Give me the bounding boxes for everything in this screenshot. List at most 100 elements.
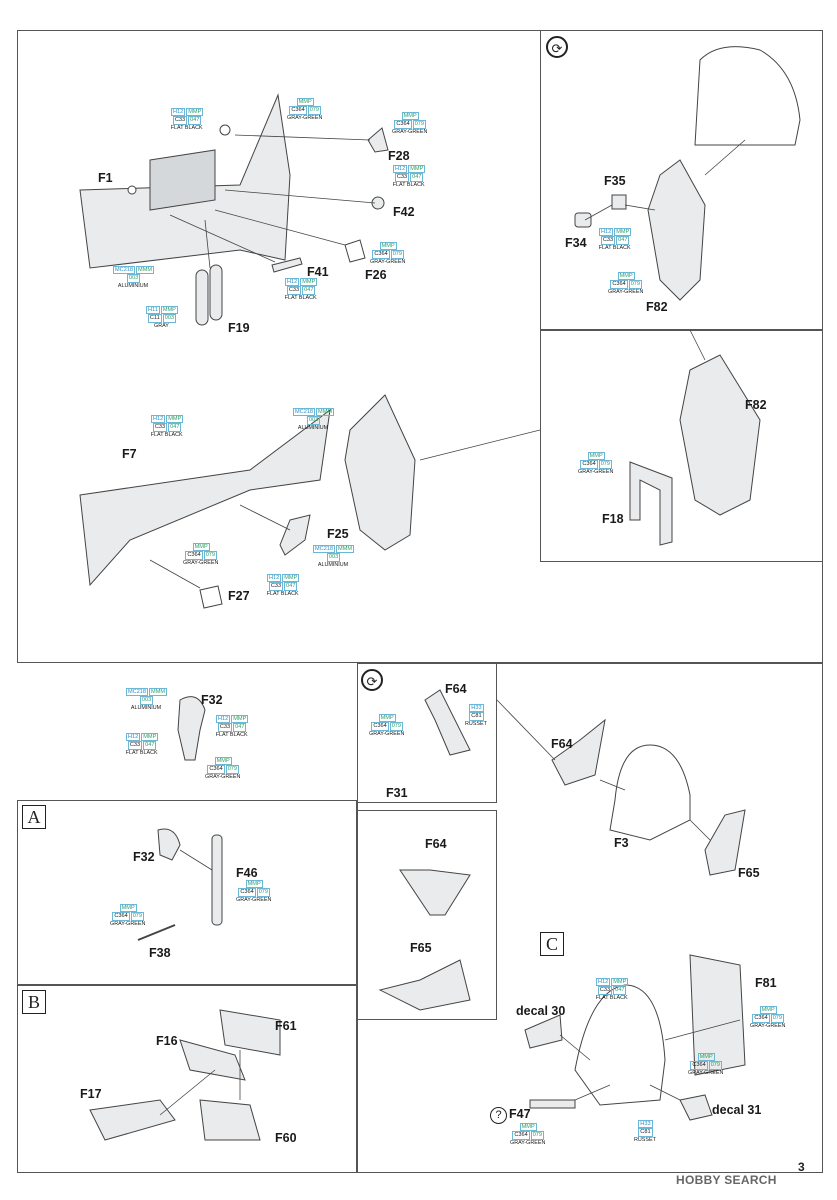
label-f42: F42: [393, 205, 415, 219]
instrument-panel-f1: [79, 93, 291, 269]
rotate-arrows-icon: ⟳: [361, 669, 383, 691]
label-f18: F18: [602, 512, 624, 526]
part-f46: [211, 834, 223, 926]
part-f64-detail: [399, 869, 471, 916]
section-b-panel: [17, 985, 357, 1173]
page-number: 3: [798, 1160, 805, 1174]
pilot-sketch: [694, 46, 801, 146]
help-icon: ?: [490, 1107, 507, 1124]
inset-seat-brackets: [357, 663, 497, 803]
part-f26: [344, 239, 366, 263]
inset-top-right: [540, 30, 823, 330]
seat-c-assembly: [574, 984, 666, 1106]
watermark: HOBBY SEARCH: [676, 1173, 777, 1187]
part-f65-detail: [378, 959, 471, 1011]
part-f60: [199, 1099, 261, 1141]
section-c-label: C: [540, 932, 564, 956]
label-f47: F47: [509, 1107, 531, 1121]
part-f32: [177, 696, 206, 761]
part-f16: [179, 1039, 246, 1081]
part-f61: [219, 1009, 281, 1056]
label-f82-top: F82: [646, 300, 668, 314]
label-f17: F17: [80, 1087, 102, 1101]
paint-callout: H33 C81 RUSSET: [465, 704, 487, 727]
label-f65-detail: F65: [410, 941, 432, 955]
label-f32-top: F32: [201, 693, 223, 707]
seat-f3: [609, 744, 691, 841]
label-f32-a: F32: [133, 850, 155, 864]
section-b-label: B: [22, 990, 46, 1014]
part-f64-small: [424, 689, 471, 756]
part-f32-a: [157, 828, 181, 861]
label-f65-seat: F65: [738, 866, 760, 880]
label-f35: F35: [604, 174, 626, 188]
label-f19: F19: [228, 321, 250, 335]
decal-31: [679, 1094, 713, 1121]
label-decal-31: decal 31: [712, 1103, 762, 1117]
part-f65-large: [704, 809, 746, 876]
label-f61: F61: [275, 1019, 297, 1033]
label-f38: F38: [149, 946, 171, 960]
label-f46: F46: [236, 866, 258, 880]
rotate-arrows-icon: ⟳: [546, 36, 568, 58]
part-f47: [529, 1099, 576, 1109]
label-f34: F34: [565, 236, 587, 250]
seat-back-f82-top: [647, 159, 706, 301]
label-f64-detail: F64: [425, 837, 447, 851]
oxygen-bottle-2: [209, 264, 223, 321]
label-f16: F16: [156, 1034, 178, 1048]
frame-f18: [629, 461, 673, 546]
part-f28: [367, 127, 389, 153]
label-f82-inset: F82: [745, 398, 767, 412]
label-f25: F25: [327, 527, 349, 541]
part-f35: [611, 194, 627, 210]
oxygen-bottle-1: [195, 269, 209, 326]
part-f27: [199, 585, 223, 609]
part-f64-large: [551, 718, 606, 786]
armor-plate-f81: [689, 954, 746, 1076]
label-f41: F41: [307, 265, 329, 279]
label-f60: F60: [275, 1131, 297, 1145]
label-f28: F28: [388, 149, 410, 163]
label-f64-inset: F64: [445, 682, 467, 696]
label-f81: F81: [755, 976, 777, 990]
bulkhead-center: [344, 394, 416, 551]
part-f25: [279, 514, 311, 556]
section-a-panel: [17, 800, 357, 985]
instrument-panel-f7: [79, 408, 331, 587]
label-f1: F1: [98, 171, 113, 185]
inset-bracket-detail: [357, 810, 497, 1020]
inset-seat-back-right: [540, 330, 823, 562]
label-f27: F27: [228, 589, 250, 603]
seat-back-f82-inset: [679, 354, 761, 516]
decal-30: [524, 1014, 563, 1049]
part-f34: [574, 212, 592, 228]
label-decal-30: decal 30: [516, 1004, 566, 1018]
